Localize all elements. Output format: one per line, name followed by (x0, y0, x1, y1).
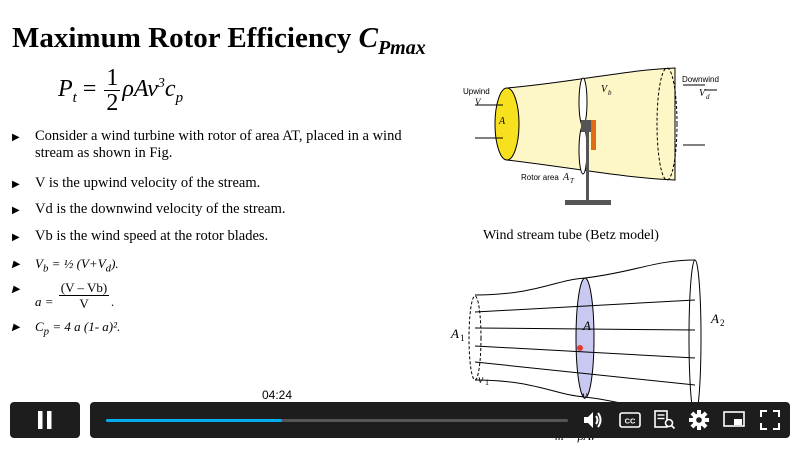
formula-lhs: P (58, 76, 73, 103)
b7-rest: = 4 a (1- a)². (49, 319, 121, 334)
b6-fraction: (V – Vb)V (58, 280, 110, 311)
transcript-search-icon (654, 410, 676, 430)
volume-icon (584, 412, 602, 428)
picture-in-picture-icon (723, 411, 745, 427)
bullet-1: Consider a wind turbine with rotor of ar… (12, 128, 435, 162)
fraction-numerator: 1 (104, 65, 121, 91)
b7-sub: p (43, 325, 50, 338)
bullet-3: Vd is the downwind velocity of the strea… (12, 201, 285, 219)
time-tooltip: 04:24 (256, 384, 298, 406)
formula-rhs: ρAv (122, 76, 158, 103)
at-sub-label: T (570, 177, 575, 185)
fraction-denominator: 2 (106, 90, 119, 116)
b7-c: C (35, 319, 44, 334)
b6-num: (V – Vb) (58, 280, 110, 296)
vb-sub-label: b (608, 89, 612, 97)
svg-text:CC: CC (625, 417, 636, 426)
progress-track[interactable] (106, 419, 568, 422)
formula-equals: = (76, 76, 103, 103)
bullet-7: Cp = 4 a (1- a)². (12, 318, 120, 341)
vb-label: V (601, 84, 609, 95)
formula-rhs-c: c (164, 76, 176, 103)
bullet-5: Vb = ½ (V+Vd). (12, 255, 119, 278)
b5-end: ). (111, 256, 119, 271)
bullet-2: V is the upwind velocity of the stream. (12, 175, 260, 193)
closed-captions-icon: CC (619, 412, 641, 428)
gear-icon (689, 410, 709, 430)
area-a-label: A (498, 116, 506, 127)
a2-sub-label: 2 (720, 318, 725, 328)
b6-a: a = (35, 294, 57, 310)
formula-rhs-sup: 3 (157, 76, 165, 92)
b6-den: V (79, 296, 89, 311)
b5-v: V (35, 256, 43, 271)
upwind-label: Upwind (463, 87, 490, 96)
b6-end: . (111, 294, 115, 310)
volume-button[interactable] (582, 408, 606, 432)
at-label: A (562, 172, 570, 183)
settings-button[interactable] (687, 408, 711, 432)
upwind-v-label: V (475, 97, 482, 107)
figure-caption: Wind stream tube (Betz model) (483, 228, 659, 243)
vd-sub-label: d (706, 93, 710, 101)
pause-button[interactable] (10, 402, 80, 438)
title-symbol: C (358, 22, 378, 54)
b5-sub: b (42, 262, 49, 275)
b5-sub2: d (105, 262, 112, 275)
title-text: Maximum Rotor Efficiency (12, 22, 359, 54)
player-controls: CC (0, 400, 801, 440)
v-label: v (582, 388, 588, 402)
a1-sub-label: 1 (460, 333, 465, 343)
captions-button[interactable]: CC (618, 408, 642, 432)
bullet-4: Vb is the wind speed at the rotor blades… (12, 228, 268, 246)
slide-title: Maximum Rotor Efficiency CPmax (12, 22, 426, 60)
v1-label: v (478, 372, 484, 386)
a-label: A (582, 318, 591, 333)
bullet-6: a = (V – Vb)V. (12, 280, 115, 311)
b5-mid: = ½ (V+V (48, 256, 106, 271)
downwind-label: Downwind (682, 75, 719, 84)
vd-label: V (699, 88, 707, 99)
turbine-figure: Upwind V A V b Downwind V d Rotor area A… (463, 67, 719, 205)
formula-rhs-sub: p (175, 89, 184, 106)
formula-lhs-sub: t (72, 89, 77, 106)
transcript-button[interactable] (653, 408, 677, 432)
control-bar: CC (90, 402, 790, 438)
a2-label: A (710, 311, 719, 326)
v1-sub-label: 1 (485, 378, 489, 387)
fullscreen-button[interactable] (758, 408, 782, 432)
progress-played (106, 419, 282, 422)
picture-in-picture-button[interactable] (722, 408, 746, 432)
rotor-area-label: Rotor area (521, 173, 559, 182)
fullscreen-icon (760, 410, 780, 430)
title-subscript: Pmax (377, 36, 426, 59)
a1-label: A (450, 326, 459, 341)
pause-icon (38, 411, 52, 429)
